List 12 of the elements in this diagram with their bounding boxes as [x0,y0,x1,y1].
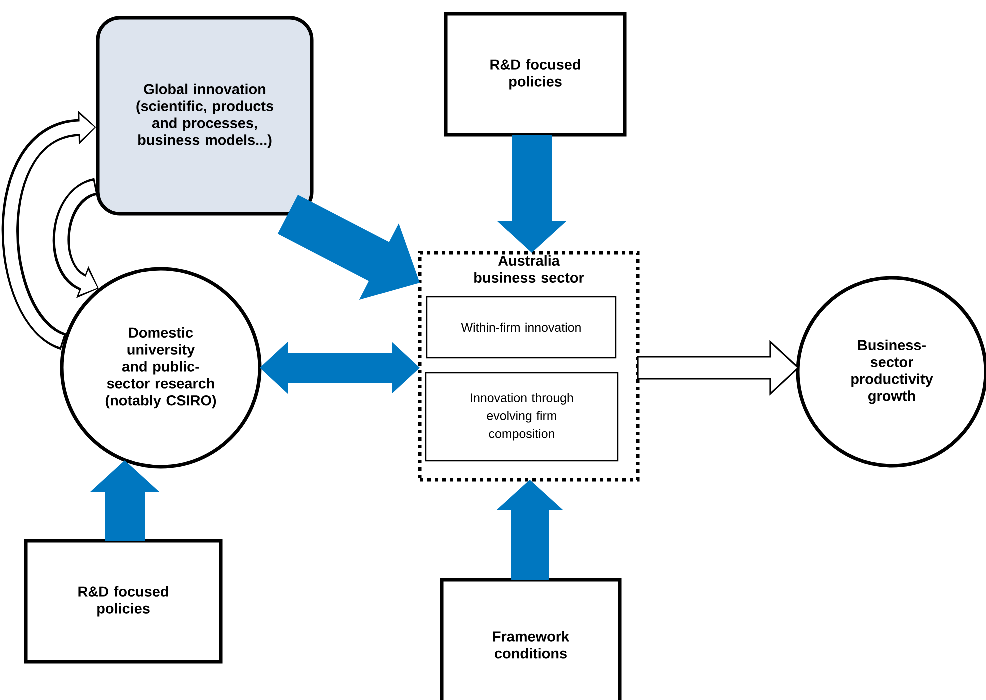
box: Within-firm innovation [426,296,617,359]
box: R&D focused policies [24,539,223,664]
outline-arrow [637,340,800,396]
block-arrow [497,135,567,253]
box: Innovation through evolving firm composition [425,372,619,462]
block-arrow [90,460,160,541]
rounded-box: Global innovation (scientific, products and processes, business models...) [96,16,314,216]
box: R&D focused policies [444,12,627,137]
block-arrow [497,480,563,580]
double-block-arrow [260,342,420,394]
block-arrow [278,195,420,300]
box: Framework conditions [440,578,622,700]
